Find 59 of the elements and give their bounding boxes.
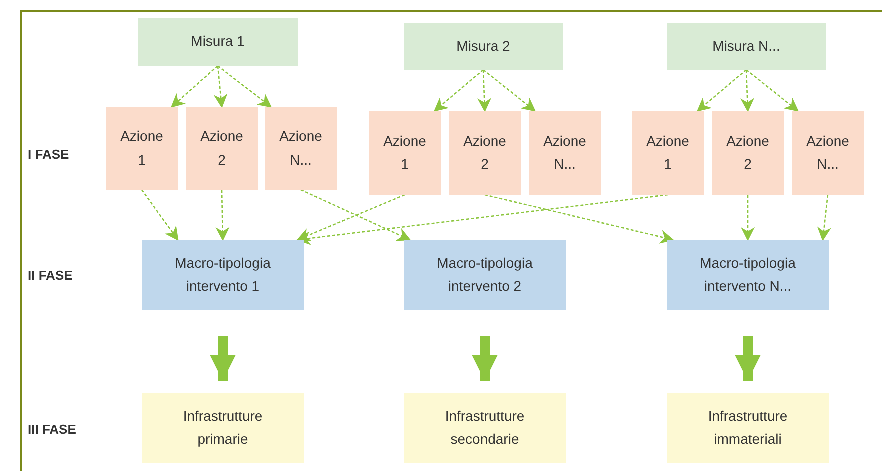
dotted-arrow (300, 189, 412, 242)
infrastructure-box (142, 393, 304, 463)
box-label: Azione 2 (726, 132, 770, 174)
measure-box (138, 18, 298, 66)
dotted-arrow (817, 194, 832, 242)
dotted-arrow (434, 70, 484, 112)
box-label: Azione 1 (120, 127, 164, 170)
box-label: Azione 2 (200, 127, 244, 170)
box-label: Azione 1 (646, 132, 690, 174)
box-label: Macro-tipologia intervento 1 (174, 254, 272, 296)
macro-type-box (667, 240, 829, 310)
box-label: Infrastrutture immateriali (707, 406, 789, 449)
box-label: Misura 2 (456, 36, 510, 56)
dotted-arrow (484, 194, 674, 244)
box-label: Macro-tipologia intervento 2 (436, 254, 534, 296)
box-label: Infrastrutture secondarie (444, 406, 526, 449)
box-label: Macro-tipologia intervento N... (699, 254, 797, 296)
dotted-arrow (170, 66, 218, 108)
dotted-arrow (741, 195, 755, 242)
dotted-arrow (214, 66, 228, 108)
infrastructure-box (404, 393, 566, 463)
action-box (529, 111, 601, 195)
action-box (106, 107, 178, 190)
measure-box (404, 23, 563, 70)
box-label: Misura N... (712, 36, 780, 56)
action-box (186, 107, 258, 190)
dotted-arrow (478, 70, 492, 112)
action-box (792, 111, 864, 195)
box-label: Azione 2 (462, 132, 508, 174)
block-arrow (472, 336, 498, 381)
action-box (712, 111, 784, 195)
dotted-arrow (296, 194, 406, 242)
dotted-arrow (746, 70, 800, 112)
macro-type-box (404, 240, 566, 310)
dotted-arrow (216, 190, 230, 242)
action-box (369, 111, 441, 195)
dotted-arrow (141, 190, 179, 242)
phase-label: II FASE (28, 268, 73, 283)
action-box (449, 111, 521, 195)
box-label: Azione N... (806, 132, 850, 174)
box-label: Azione N... (542, 132, 588, 174)
dotted-arrow (296, 194, 668, 246)
action-box (632, 111, 704, 195)
box-label: Misura 1 (191, 32, 245, 52)
dotted-arrow (696, 70, 747, 112)
block-arrow (735, 336, 761, 381)
box-label: Azione N... (278, 127, 324, 170)
dotted-arrow (483, 70, 536, 112)
infrastructure-box (667, 393, 829, 463)
box-label: Azione 1 (382, 132, 428, 174)
dotted-arrow (740, 70, 755, 112)
measure-box (667, 23, 826, 70)
block-arrow (210, 336, 236, 381)
macro-type-box (142, 240, 304, 310)
phase-label: III FASE (28, 422, 76, 437)
action-box (265, 107, 337, 190)
box-label: Infrastrutture primarie (182, 406, 264, 449)
phase-label: I FASE (28, 147, 70, 162)
dotted-arrow (218, 65, 272, 108)
